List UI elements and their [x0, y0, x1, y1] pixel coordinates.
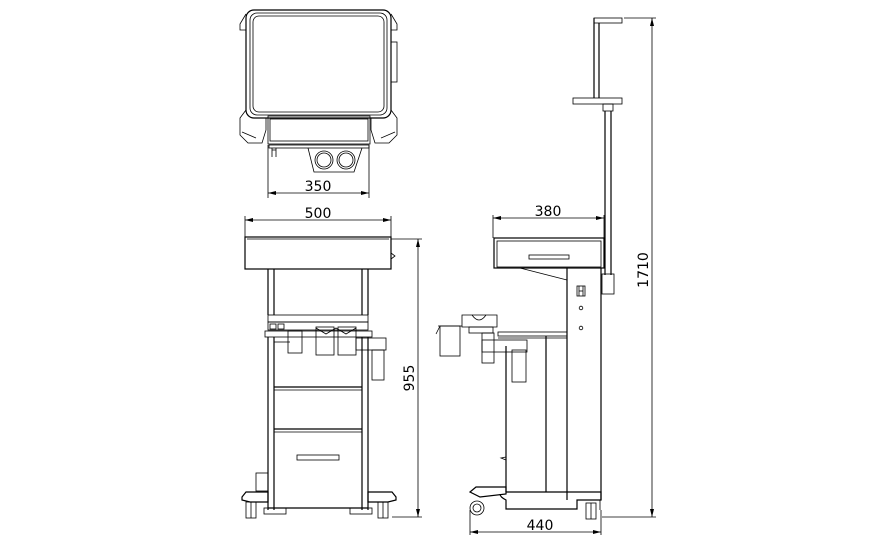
side-view: 380: [435, 17, 656, 535]
dim-top-width: 350: [305, 179, 332, 195]
dim-side-top-depth: 380: [535, 204, 562, 220]
dim-side-total-height: 1710: [636, 252, 652, 288]
dim-front-height: 955: [402, 365, 418, 392]
dim-side-base-depth: 440: [527, 518, 554, 534]
front-view: 500: [241, 206, 422, 519]
top-view: 350: [239, 9, 398, 198]
dim-front-width: 500: [305, 206, 332, 222]
